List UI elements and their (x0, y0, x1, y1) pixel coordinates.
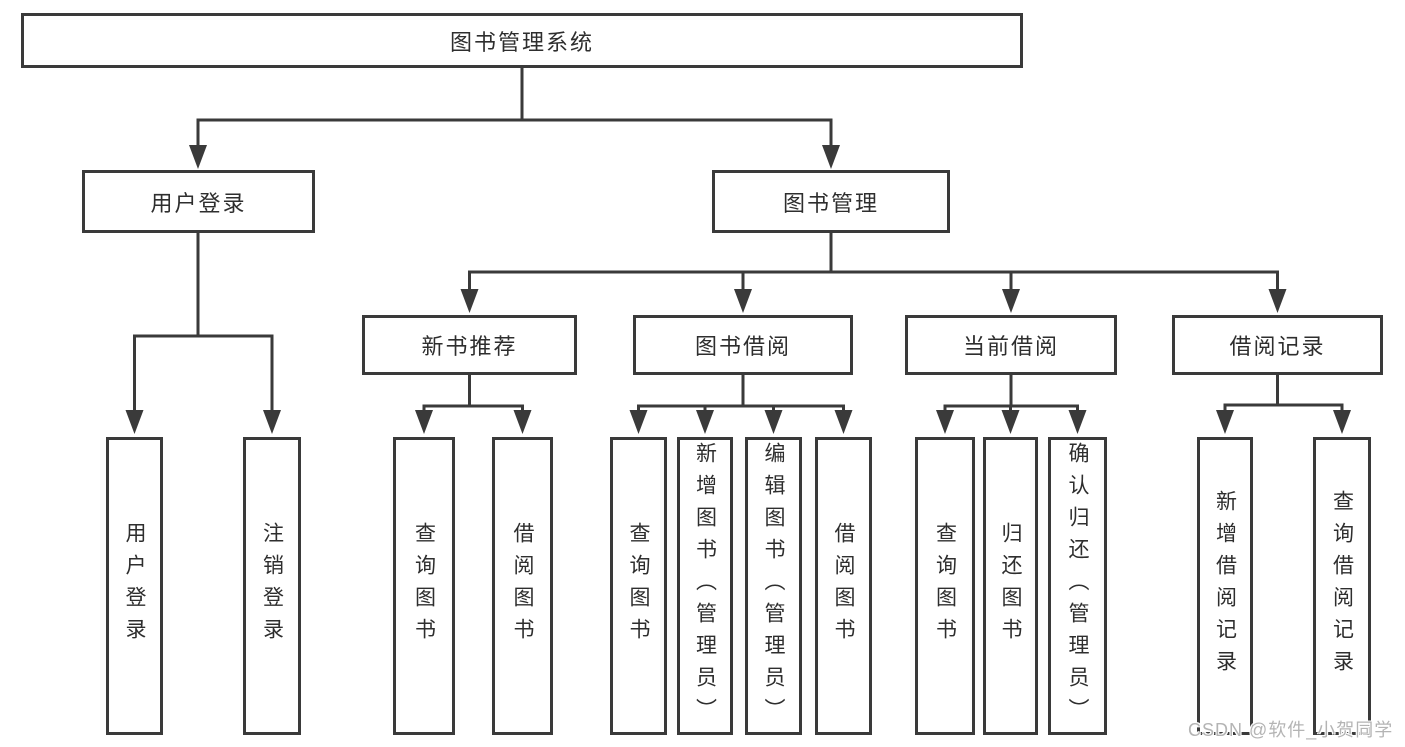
leaf-user-login: 用户登录 (106, 437, 163, 735)
leaf-query-books-recommend-label: 查询图书 (412, 522, 436, 650)
leaf-query-books-current: 查询图书 (915, 437, 975, 735)
leaf-query-borrow-record-label: 查询借阅记录 (1330, 490, 1354, 682)
leaf-edit-book-admin-label: 编辑图书（管理员） (762, 442, 786, 730)
leaf-borrow-books-recommend-label: 借阅图书 (511, 522, 535, 650)
leaf-borrow-books-borrowing: 借阅图书 (815, 437, 872, 735)
leaf-query-books-recommend: 查询图书 (393, 437, 455, 735)
leaf-add-book-admin-label: 新增图书（管理员） (693, 442, 717, 730)
node-borrow-records: 借阅记录 (1172, 315, 1383, 375)
leaf-confirm-return-admin-label: 确认归还（管理员） (1066, 442, 1090, 730)
node-new-book-recommend-label: 新书推荐 (421, 334, 518, 359)
leaf-query-books-borrowing: 查询图书 (610, 437, 667, 735)
node-borrow-records-label: 借阅记录 (1229, 334, 1326, 359)
leaf-confirm-return-admin: 确认归还（管理员） (1048, 437, 1107, 735)
leaf-query-books-current-label: 查询图书 (933, 522, 957, 650)
node-user-login-label: 用户登录 (150, 190, 247, 216)
node-user-login: 用户登录 (82, 170, 315, 233)
leaf-query-books-borrowing-label: 查询图书 (627, 522, 651, 650)
node-book-borrowing-label: 图书借阅 (694, 334, 791, 359)
leaf-logout-label: 注销登录 (260, 522, 284, 650)
leaf-borrow-books-recommend: 借阅图书 (492, 437, 553, 735)
leaf-add-book-admin: 新增图书（管理员） (677, 437, 733, 735)
leaf-edit-book-admin: 编辑图书（管理员） (745, 437, 802, 735)
node-book-management-label: 图书管理 (782, 190, 879, 216)
leaf-user-login-label: 用户登录 (123, 522, 147, 650)
leaf-add-borrow-record-label: 新增借阅记录 (1213, 490, 1237, 682)
leaf-borrow-books-borrowing-label: 借阅图书 (832, 522, 856, 650)
arrowheads (125, 145, 1351, 434)
node-book-borrowing: 图书借阅 (633, 315, 853, 375)
node-new-book-recommend: 新书推荐 (362, 315, 577, 375)
node-root-label: 图书管理系统 (449, 29, 594, 55)
node-current-borrowing: 当前借阅 (905, 315, 1117, 375)
node-book-management: 图书管理 (712, 170, 950, 233)
leaf-return-book: 归还图书 (983, 437, 1038, 735)
leaf-logout: 注销登录 (243, 437, 301, 735)
csdn-watermark: CSDN @软件_小贺同学 (1188, 720, 1394, 740)
leaf-query-borrow-record: 查询借阅记录 (1313, 437, 1371, 735)
node-root: 图书管理系统 (21, 13, 1023, 68)
leaf-return-book-label: 归还图书 (999, 522, 1023, 650)
leaf-add-borrow-record: 新增借阅记录 (1197, 437, 1253, 735)
node-current-borrowing-label: 当前借阅 (962, 334, 1059, 359)
